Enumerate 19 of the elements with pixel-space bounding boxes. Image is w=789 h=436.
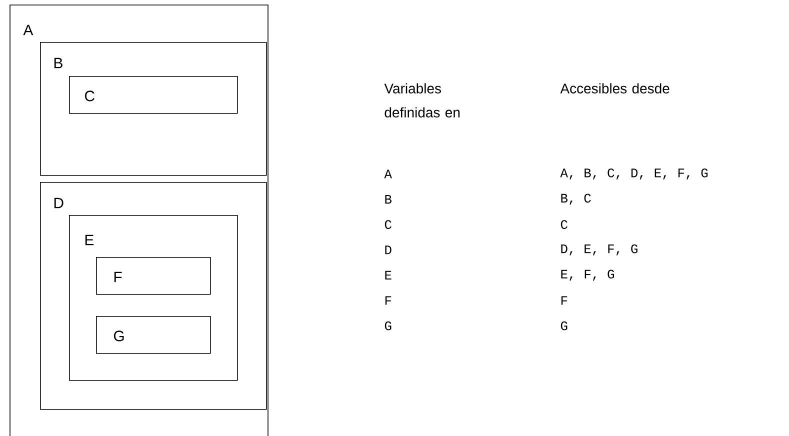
table-cell: B, C [561, 194, 591, 205]
table-cell: F [385, 296, 392, 305]
table-cell: A, B, C, D, E, F, G [560, 168, 708, 180]
table-cell: E, F, G [561, 270, 614, 281]
table-cell: F [561, 296, 568, 305]
scope-box: F [96, 257, 211, 295]
table-cell: B [385, 195, 392, 204]
table-cell: C [560, 220, 568, 229]
table-cell: G [384, 321, 392, 330]
column-header: Accesibles desde [560, 83, 670, 94]
column-header: Variables definidas en [384, 83, 460, 118]
table-cell: D, E, F, G [561, 244, 638, 256]
scope-box: G [96, 316, 211, 354]
table-cell: D [385, 246, 392, 254]
scope-box: C [69, 76, 238, 114]
table-cell: C [384, 220, 392, 229]
table-cell: G [560, 321, 568, 330]
table-cell: A [384, 170, 392, 178]
table-cell: E [385, 270, 392, 280]
